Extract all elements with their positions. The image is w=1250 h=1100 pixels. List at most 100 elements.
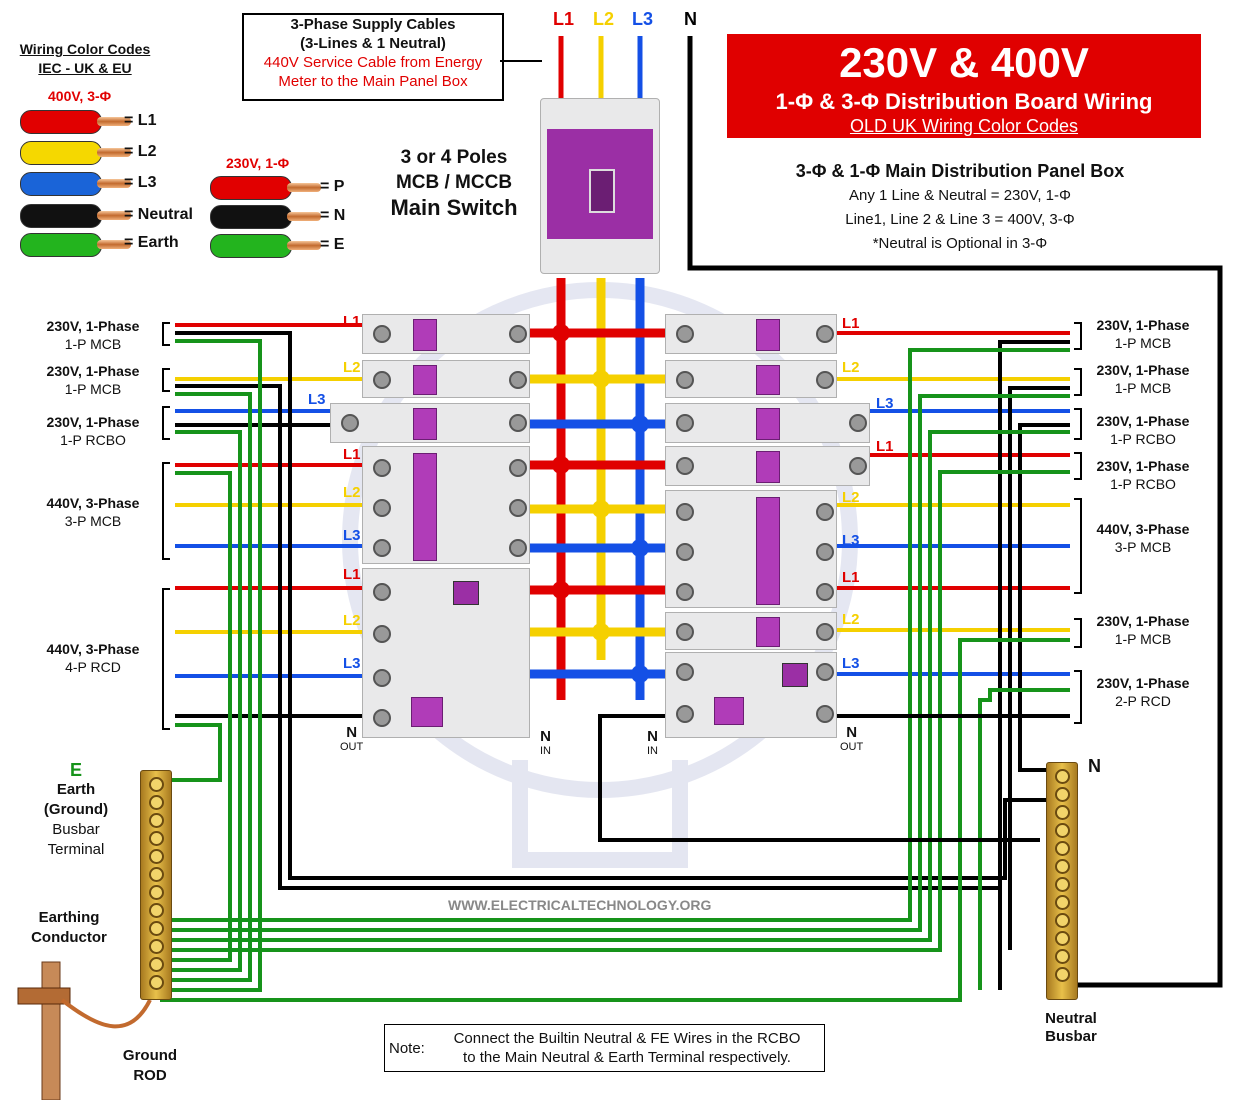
title-main: 230V & 400V bbox=[839, 39, 1089, 86]
right-outgoing-wires bbox=[160, 331, 1070, 1002]
note-label: Note: bbox=[389, 1040, 425, 1057]
neutral-busbar-n: N bbox=[1088, 756, 1101, 776]
title-box: 230V & 400V 1-Φ & 3-Φ Distribution Board… bbox=[727, 34, 1201, 138]
watermark-text: WWW.ELECTRICALTECHNOLOGY.ORG bbox=[448, 897, 712, 913]
cable-p-icon bbox=[210, 176, 321, 200]
cable-e-icon bbox=[210, 234, 321, 258]
legend-l2-label: = L2 bbox=[124, 143, 157, 160]
supply-info-box: 3-Phase Supply Cables (3-Lines & 1 Neutr… bbox=[242, 13, 504, 101]
rcd-test-button[interactable] bbox=[453, 581, 479, 605]
right-rcbo-1[interactable] bbox=[665, 403, 870, 443]
wire-label-right-l1b: L1 bbox=[876, 438, 894, 455]
legend-1phase-title: 230V, 1-Φ bbox=[226, 155, 290, 171]
supply-label-l2: L2 bbox=[593, 9, 615, 29]
title-sub: 1-Φ & 3-Φ Distribution Board Wiring bbox=[775, 89, 1153, 114]
legend-neutral-label: = Neutral bbox=[124, 206, 193, 223]
wire-label-right-l2c: L2 bbox=[842, 611, 860, 628]
main-mccb-switch[interactable] bbox=[540, 98, 660, 274]
supply-label-l3: L3 bbox=[632, 9, 654, 29]
note-box: Note: Connect the Builtin Neutral & FE W… bbox=[384, 1024, 825, 1072]
legend-n-label: = N bbox=[320, 207, 346, 224]
left-brace-4 bbox=[162, 462, 170, 560]
left-outgoing-wires bbox=[160, 323, 1060, 992]
cable-l2-icon bbox=[20, 141, 131, 165]
left-brace-5 bbox=[162, 588, 170, 730]
wire-label-left-l3b: L3 bbox=[343, 527, 361, 544]
right-brace-2 bbox=[1074, 368, 1082, 396]
left-3p-mcb[interactable] bbox=[362, 446, 530, 564]
right-brace-6 bbox=[1074, 618, 1082, 648]
cable-l3-icon bbox=[20, 172, 131, 196]
left-rcbo[interactable] bbox=[330, 403, 530, 443]
right-2p-rcd[interactable] bbox=[665, 652, 837, 738]
right-mcb-1[interactable] bbox=[665, 314, 837, 354]
rcd-test-button[interactable] bbox=[782, 663, 808, 687]
legend-l1-label: = L1 bbox=[124, 112, 157, 129]
ground-rod-icon bbox=[17, 961, 152, 1100]
right-brace-5 bbox=[1074, 498, 1082, 594]
right-mcb-2[interactable] bbox=[665, 360, 837, 398]
right-rcbo-2[interactable] bbox=[665, 446, 870, 486]
legend-e-label: = E bbox=[320, 236, 345, 253]
wire-label-left-l2a: L2 bbox=[343, 359, 361, 376]
left-brace-1 bbox=[162, 322, 170, 346]
wire-label-left-l2c: L2 bbox=[343, 612, 361, 629]
wire-label-right-l1a: L1 bbox=[842, 315, 860, 332]
supply-cables bbox=[558, 36, 1223, 988]
supply-label-l1: L1 bbox=[553, 9, 575, 29]
wire-label-right-l1c: L1 bbox=[842, 569, 860, 586]
supply-label-n: N bbox=[684, 9, 697, 29]
wire-label-left-l1c: L1 bbox=[343, 566, 361, 583]
panel-info: 3-Φ & 1-Φ Main Distribution Panel Box An… bbox=[795, 161, 1125, 252]
wire-label-left-l2b: L2 bbox=[343, 484, 361, 501]
left-brace-2 bbox=[162, 368, 170, 392]
legend-p-label: = P bbox=[320, 178, 345, 195]
wire-label-right-l2a: L2 bbox=[842, 359, 860, 376]
wire-label-right-l2b: L2 bbox=[842, 489, 860, 506]
right-brace-7 bbox=[1074, 670, 1082, 724]
mccb-toggle[interactable] bbox=[589, 169, 615, 213]
cable-neutral-icon bbox=[20, 204, 131, 228]
cable-earth-icon bbox=[20, 233, 131, 257]
wire-label-right-l3b: L3 bbox=[842, 532, 860, 549]
title-note: OLD UK Wiring Color Codes bbox=[849, 116, 1079, 136]
wire-label-right-l3a: L3 bbox=[876, 395, 894, 412]
wire-label-left-l1a: L1 bbox=[343, 313, 361, 330]
left-mcb-2[interactable] bbox=[362, 360, 530, 398]
right-mcb-3[interactable] bbox=[665, 612, 837, 650]
left-mcb-1[interactable] bbox=[362, 314, 530, 354]
left-4p-rcd[interactable] bbox=[362, 568, 530, 738]
left-brace-3 bbox=[162, 406, 170, 440]
wire-label-left-l3a: L3 bbox=[308, 391, 326, 408]
right-3p-mcb[interactable] bbox=[665, 490, 837, 608]
junction-dots bbox=[552, 324, 649, 683]
right-brace-1 bbox=[1074, 322, 1082, 350]
legend-earth-label: = Earth bbox=[124, 234, 179, 251]
right-brace-4 bbox=[1074, 452, 1082, 480]
legend-3phase-title: 400V, 3-Φ bbox=[48, 88, 112, 104]
wire-label-right-l3c: L3 bbox=[842, 655, 860, 672]
neutral-busbar bbox=[1046, 762, 1078, 1000]
cable-l1-icon bbox=[20, 110, 131, 134]
